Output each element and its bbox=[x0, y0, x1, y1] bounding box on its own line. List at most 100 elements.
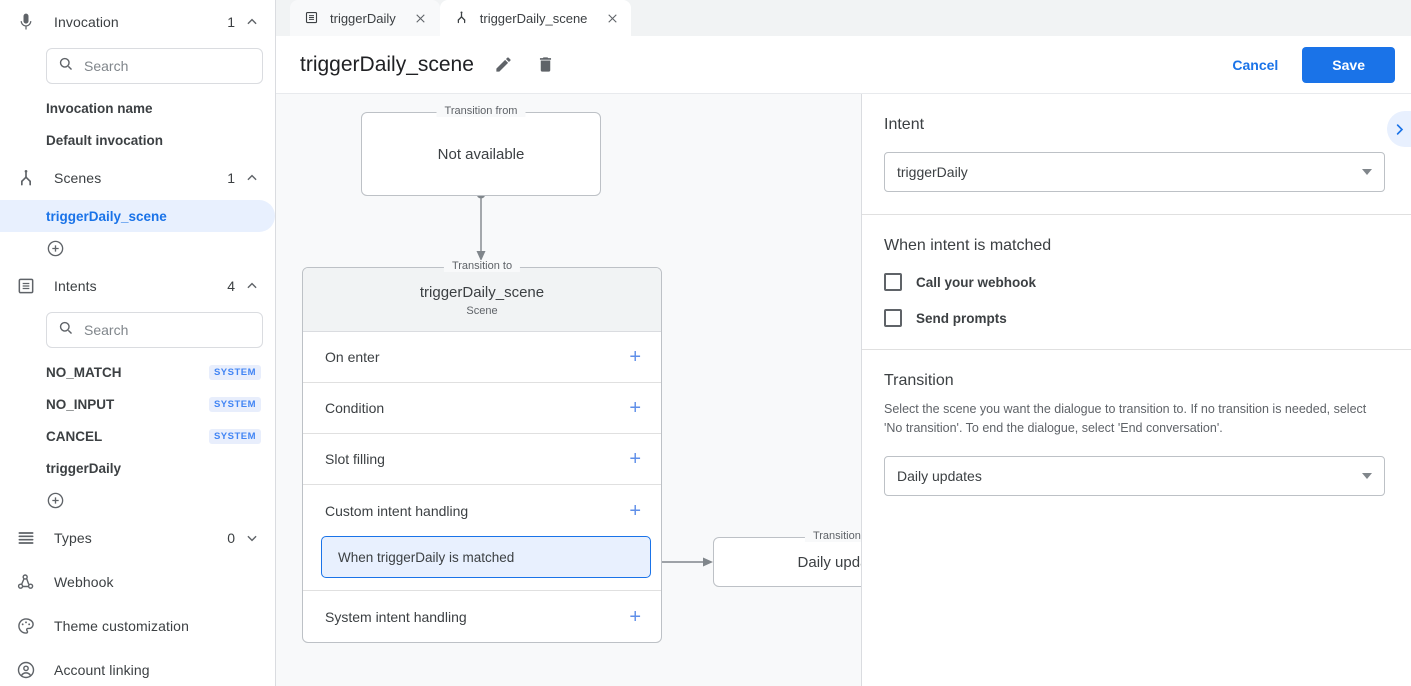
properties-panel: Intent triggerDaily When intent is match… bbox=[862, 94, 1411, 686]
checkbox-call-your-webhook[interactable]: Call your webhook bbox=[884, 273, 1385, 291]
close-icon[interactable] bbox=[603, 9, 621, 27]
status-badge: SYSTEM bbox=[208, 396, 261, 412]
sidebar-group-count: 4 bbox=[227, 278, 235, 294]
node-daily-updates[interactable]: Transition to Daily updates bbox=[713, 530, 861, 587]
scene-row-label: System intent handling bbox=[325, 608, 467, 625]
section-divider bbox=[862, 214, 1411, 215]
add-system-intent-handling-button[interactable]: + bbox=[629, 605, 641, 628]
node-transition-from[interactable]: Transition from Not available bbox=[361, 105, 601, 196]
sidebar-item-webhook[interactable]: Webhook bbox=[0, 560, 275, 604]
add-scene-button[interactable] bbox=[0, 232, 275, 264]
status-badge: SYSTEM bbox=[208, 364, 261, 380]
chevron-right-icon[interactable] bbox=[1387, 111, 1411, 147]
node-legend: Transition to bbox=[443, 260, 521, 272]
trash-icon[interactable] bbox=[534, 53, 558, 77]
scene-row-on-enter[interactable]: On enter + bbox=[303, 332, 661, 383]
tab-label: triggerDaily_scene bbox=[479, 10, 588, 26]
when-intent-matched-section: When intent is matched Call your webhook… bbox=[862, 215, 1411, 349]
content-area: triggerDaily triggerDaily_scene triggerD… bbox=[276, 0, 1411, 686]
node-text: Daily updates bbox=[797, 553, 861, 571]
transition-section-title: Transition bbox=[884, 372, 954, 389]
sidebar-item-triggerdaily[interactable]: triggerDaily bbox=[0, 452, 275, 484]
when-matched-title: When intent is matched bbox=[884, 237, 1052, 254]
add-condition-button[interactable]: + bbox=[629, 397, 641, 419]
handler-chip-triggerdaily[interactable]: When triggerDaily is matched bbox=[321, 536, 651, 578]
intents-list-icon bbox=[304, 10, 320, 26]
add-intent-button[interactable] bbox=[0, 484, 275, 516]
chevron-down-icon bbox=[1362, 169, 1372, 175]
sidebar-group-count: 0 bbox=[227, 530, 235, 546]
node-text: Not available bbox=[437, 145, 525, 163]
sidebar-item-invocation-name[interactable]: Invocation name bbox=[0, 92, 275, 124]
transition-select-value: Daily updates bbox=[897, 467, 982, 484]
scene-row-condition[interactable]: Condition + bbox=[303, 383, 661, 434]
intents-search-wrap bbox=[0, 308, 275, 356]
chevron-up-icon[interactable] bbox=[245, 171, 259, 185]
scene-row-label: Slot filling bbox=[325, 451, 385, 467]
checkbox-box[interactable] bbox=[884, 309, 902, 327]
types-lines-icon bbox=[14, 526, 38, 550]
sidebar-group-label: Types bbox=[54, 530, 92, 546]
scene-card-subtitle: Scene bbox=[466, 305, 498, 317]
add-custom-intent-handling-button[interactable]: + bbox=[629, 499, 641, 522]
sidebar-item-cancel[interactable]: CANCEL SYSTEM bbox=[0, 420, 275, 452]
sidebar-group-label: Intents bbox=[54, 278, 97, 294]
chevron-up-icon[interactable] bbox=[245, 15, 259, 29]
checkbox-send-prompts[interactable]: Send prompts bbox=[884, 309, 1385, 327]
node-legend: Transition to bbox=[804, 530, 861, 542]
transition-select[interactable]: Daily updates bbox=[884, 455, 1385, 496]
palette-icon bbox=[14, 614, 38, 638]
pencil-icon[interactable] bbox=[492, 53, 516, 77]
invocation-search-input[interactable] bbox=[84, 58, 252, 74]
scene-row-slot-filling[interactable]: Slot filling + bbox=[303, 434, 661, 485]
scene-group-custom-intent-handling: Custom intent handling + When triggerDai… bbox=[303, 485, 661, 591]
scene-graph-canvas[interactable]: Transition from Not available Transition… bbox=[276, 94, 862, 686]
checkbox-box[interactable] bbox=[884, 273, 902, 291]
scene-row-system-intent-handling[interactable]: System intent handling + bbox=[303, 591, 661, 642]
intents-search-box[interactable] bbox=[46, 312, 263, 348]
add-slot-filling-button[interactable]: + bbox=[629, 448, 641, 470]
search-icon bbox=[57, 55, 74, 77]
scene-row-custom-intent-handling[interactable]: Custom intent handling + bbox=[303, 485, 661, 536]
close-icon[interactable] bbox=[412, 9, 430, 27]
section-divider bbox=[862, 349, 1411, 350]
sidebar-item-no-match[interactable]: NO_MATCH SYSTEM bbox=[0, 356, 275, 388]
sidebar-item-account-linking[interactable]: Account linking bbox=[0, 648, 275, 686]
sidebar-item-theme-customization[interactable]: Theme customization bbox=[0, 604, 275, 648]
save-button[interactable]: Save bbox=[1302, 46, 1395, 83]
transition-description: Select the scene you want the dialogue t… bbox=[884, 402, 1367, 435]
intent-select-value: triggerDaily bbox=[897, 164, 968, 180]
sidebar-group-label: Scenes bbox=[54, 170, 102, 186]
sidebar-item-label: triggerDaily_scene bbox=[46, 208, 167, 224]
sidebar-group-scenes[interactable]: Scenes 1 bbox=[0, 156, 275, 200]
tab-triggerdaily-scene[interactable]: triggerDaily_scene bbox=[439, 0, 632, 36]
sidebar-item-triggerdaily-scene[interactable]: triggerDaily_scene bbox=[0, 200, 275, 232]
node-scene-card[interactable]: Transition to triggerDaily_scene Scene O… bbox=[302, 260, 662, 643]
scene-row-label: Custom intent handling bbox=[325, 502, 469, 519]
checkbox-label: Call your webhook bbox=[916, 274, 1037, 290]
sidebar-group-invocation[interactable]: Invocation 1 bbox=[0, 0, 275, 44]
account-circle-icon bbox=[14, 658, 38, 682]
sidebar-group-types[interactable]: Types 0 bbox=[0, 516, 275, 560]
intent-section-title: Intent bbox=[884, 116, 925, 133]
intent-select[interactable]: triggerDaily bbox=[884, 152, 1385, 192]
custom-intent-handler-list: When triggerDaily is matched bbox=[303, 536, 661, 590]
cancel-button[interactable]: Cancel bbox=[1220, 49, 1290, 81]
add-on-enter-button[interactable]: + bbox=[629, 346, 641, 368]
sidebar-item-default-invocation[interactable]: Default invocation bbox=[0, 124, 275, 156]
sidebar-group-count: 1 bbox=[227, 170, 235, 186]
invocation-search-box[interactable] bbox=[46, 48, 263, 84]
page-title: triggerDaily_scene bbox=[300, 52, 474, 76]
sidebar-item-label: NO_MATCH bbox=[46, 364, 122, 380]
intents-search-input[interactable] bbox=[84, 322, 252, 338]
chevron-up-icon[interactable] bbox=[245, 279, 259, 293]
sidebar-item-label: triggerDaily bbox=[46, 460, 122, 476]
chevron-down-icon bbox=[1362, 472, 1372, 479]
intents-list-icon bbox=[14, 274, 38, 298]
tab-triggerdaily[interactable]: triggerDaily bbox=[290, 0, 440, 36]
chevron-down-icon[interactable] bbox=[245, 531, 259, 545]
sidebar-item-no-input[interactable]: NO_INPUT SYSTEM bbox=[0, 388, 275, 420]
sidebar-group-intents[interactable]: Intents 4 bbox=[0, 264, 275, 308]
intent-section: Intent triggerDaily bbox=[862, 94, 1411, 214]
